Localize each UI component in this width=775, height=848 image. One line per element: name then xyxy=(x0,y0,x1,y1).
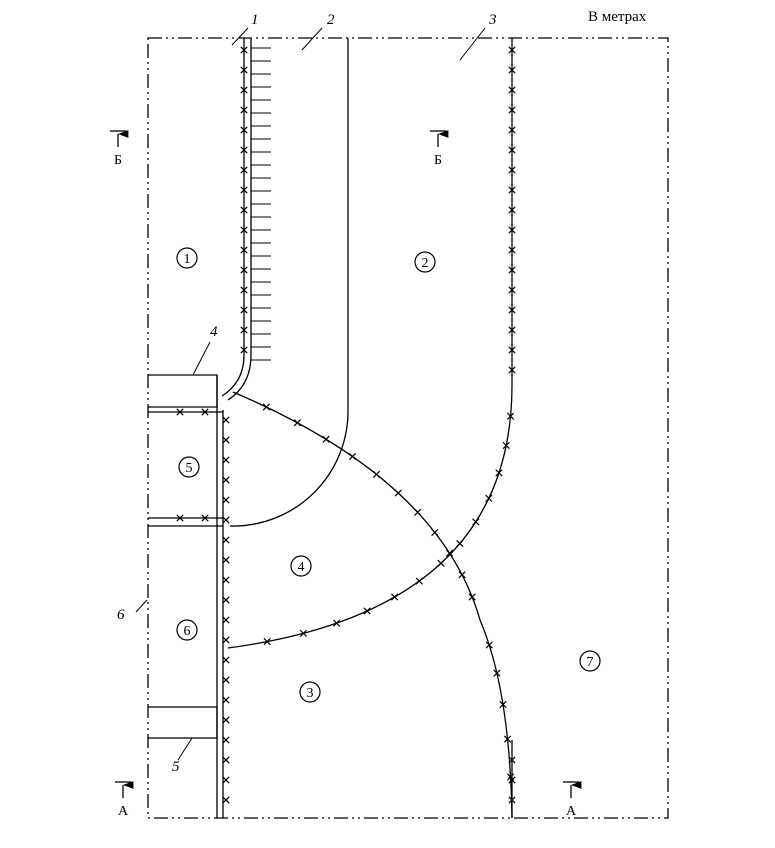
line-2 xyxy=(229,38,349,527)
callout-1: 1 xyxy=(251,12,259,28)
callout-6: 6 xyxy=(117,607,125,623)
left-wall-crosses xyxy=(176,408,230,804)
channel-1-crosses xyxy=(240,46,248,354)
callout-2: 2 xyxy=(327,12,335,28)
callout-5: 5 xyxy=(172,759,180,775)
zone-markers xyxy=(176,247,601,703)
section-mark-a-left xyxy=(115,781,134,798)
zone-4: 4 xyxy=(298,560,305,575)
site-boundary xyxy=(147,37,669,819)
zone-6: 6 xyxy=(184,624,191,639)
callout-leaders xyxy=(135,27,486,761)
section-mark-b-left xyxy=(110,130,129,147)
diagonal-line xyxy=(232,391,513,819)
callout-3: 3 xyxy=(488,12,497,28)
line-3 xyxy=(227,38,513,649)
channel-1-outer xyxy=(221,38,245,397)
units-note: В метрах xyxy=(588,9,647,25)
zone-5: 5 xyxy=(186,461,193,476)
channel-1-hatching xyxy=(251,47,271,361)
zone-1: 1 xyxy=(184,252,191,267)
section-mark-a-right xyxy=(563,781,582,798)
section-label-b-left: Б xyxy=(114,153,122,168)
diagonal-crosses xyxy=(262,403,515,781)
channel-1-inner xyxy=(227,38,252,401)
zone-2: 2 xyxy=(422,256,429,271)
section-mark-b-mid xyxy=(430,130,449,147)
callout-4: 4 xyxy=(210,324,218,340)
section-label-a-left: А xyxy=(118,804,129,819)
zone-7: 7 xyxy=(587,655,594,670)
element-5-box xyxy=(148,706,218,739)
zone-3: 3 xyxy=(307,686,314,701)
element-4-box xyxy=(148,374,218,408)
section-label-b-mid: Б xyxy=(434,153,442,168)
section-label-a-right: А xyxy=(566,804,577,819)
